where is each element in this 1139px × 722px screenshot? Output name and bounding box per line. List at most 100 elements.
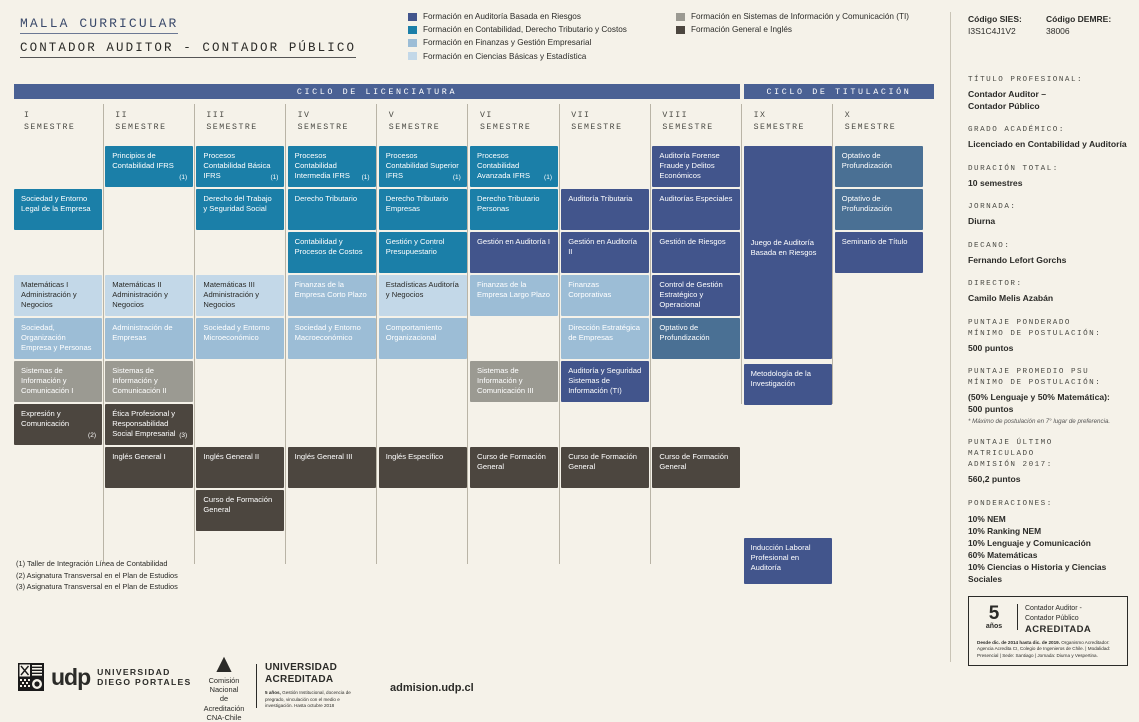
course-cell[interactable]: Procesos Contabilidad Básica IFRS(1) xyxy=(196,146,285,187)
course-label: Auditoría Tributaria xyxy=(568,194,633,203)
course-cell[interactable]: Sociedad y Entorno Macroeconómico xyxy=(287,318,376,359)
course-cell[interactable]: Gestión de Riesgos xyxy=(652,232,741,273)
course-cell[interactable]: Auditorías Especiales xyxy=(652,189,741,230)
course-cell[interactable]: Finanzas de la Empresa Corto Plazo xyxy=(287,275,376,316)
course-cell[interactable]: Auditoría y Seguridad Sistemas de Inform… xyxy=(561,361,650,402)
course-label: Inglés General III xyxy=(294,452,353,461)
course-label: Auditoría Forense Fraude y Delitos Econó… xyxy=(659,151,720,180)
course-cell[interactable]: Procesos Contabilidad Avanzada IFRS(1) xyxy=(470,146,558,187)
course-cell[interactable]: Curso de Formación General xyxy=(470,447,558,488)
course-cell[interactable]: Matemáticas II Administración y Negocios xyxy=(105,275,194,316)
course-cell[interactable]: Derecho Tributario Personas xyxy=(470,189,558,230)
course-cell[interactable]: Derecho del Trabajo y Seguridad Social xyxy=(196,189,285,230)
course-cell[interactable]: Matemáticas III Administración y Negocio… xyxy=(196,275,285,316)
course-cell[interactable]: Finanzas de la Empresa Largo Plazo xyxy=(470,275,558,316)
info-value: 500 puntos xyxy=(968,343,1134,355)
course-cell[interactable]: Curso de Formación General xyxy=(561,447,650,488)
code-sies-value: I3S1C4J1V2 xyxy=(968,26,1016,36)
cna-line3: CNA-Chile xyxy=(206,712,242,722)
course-cell[interactable]: Administración de Empresas xyxy=(105,318,194,359)
info-value-line: Licenciado en Contabilidad y Auditoría xyxy=(968,139,1127,149)
course-cell-metodologia[interactable]: Metodología de la Investigación xyxy=(743,364,832,405)
course-cell[interactable]: Procesos Contabilidad Superior IFRS(1) xyxy=(378,146,467,187)
course-cell[interactable]: Gestión y Control Presupuestario xyxy=(378,232,467,273)
course-cell-juego[interactable]: Juego de Auditoría Basada en Riesgos xyxy=(743,146,832,359)
info-label-line: MATRICULADO xyxy=(968,450,1035,458)
accreditation-program-line1: Contador Auditor - xyxy=(1025,605,1082,612)
info-value-line: Contador Auditor – xyxy=(968,89,1046,99)
course-label: Curso de Formación General xyxy=(203,495,273,514)
accreditation-fineprint: Desde dic. de 2014 hasta dic. de 2019. O… xyxy=(977,640,1119,659)
admission-url: admision.udp.cl xyxy=(390,682,474,694)
info-value: Diurna xyxy=(968,216,1134,228)
course-cell[interactable]: Curso de Formación General xyxy=(196,490,285,531)
course-cell[interactable]: Sistemas de Información y Comunicación I xyxy=(14,361,102,402)
course-cell[interactable]: Finanzas Corporativas xyxy=(561,275,650,316)
course-note: (1) xyxy=(270,174,279,181)
legend-item: Formación en Ciencias Básicas y Estadíst… xyxy=(408,52,627,61)
cna-line1: Comisión Nacional xyxy=(208,676,240,695)
accreditation-years-unit: años xyxy=(985,623,1003,630)
course-label: Finanzas de la Empresa Corto Plazo xyxy=(294,280,367,299)
course-cell[interactable]: Ética Profesional y Responsabilidad Soci… xyxy=(105,404,194,445)
course-cell[interactable]: Inglés General III xyxy=(287,447,376,488)
course-cell[interactable]: Matemáticas I Administración y Negocios xyxy=(14,275,102,316)
course-cell[interactable]: Inglés General I xyxy=(105,447,194,488)
course-cell[interactable]: Auditoría Forense Fraude y Delitos Econó… xyxy=(652,146,741,187)
cna-acc-fineprint-bold: 5 años, xyxy=(265,690,281,696)
course-cell[interactable]: Expresión y Comunicación(2) xyxy=(14,404,102,445)
course-label: Curso de Formación General xyxy=(568,452,637,471)
column-separator xyxy=(102,104,104,564)
course-cell[interactable]: Optativo de Profundización xyxy=(652,318,741,359)
course-note: (2) xyxy=(88,432,96,439)
course-cell[interactable]: Sistemas de Información y Comunicación I… xyxy=(470,361,558,402)
course-cell[interactable]: Contabilidad y Procesos de Costos xyxy=(287,232,376,273)
accreditation-years: 5 años xyxy=(977,604,1018,630)
course-cell[interactable]: Inglés General II xyxy=(196,447,285,488)
course-cell[interactable]: Sociedad y Entorno Legal de la Empresa xyxy=(14,189,102,230)
course-cell[interactable]: Sistemas de Información y Comunicación I… xyxy=(105,361,194,402)
course-cell[interactable]: Optativo de Profundización xyxy=(834,189,923,230)
info-value: 560,2 puntos xyxy=(968,474,1134,486)
course-label: Sistemas de Información y Comunicación I… xyxy=(477,366,534,395)
course-cell[interactable]: Optativo de Profundización xyxy=(834,146,923,187)
title-line-2: CONTADOR AUDITOR - CONTADOR PÚBLICO xyxy=(20,41,357,58)
course-cell[interactable]: Derecho Tributario Empresas xyxy=(378,189,467,230)
course-cell[interactable]: Sociedad y Entorno Microeconómico xyxy=(196,318,285,359)
course-cell[interactable]: Gestión en Auditoría I xyxy=(470,232,558,273)
course-cell[interactable]: Dirección Estratégica de Empresas xyxy=(561,318,650,359)
footnote: (1) Taller de Integración Línea de Conta… xyxy=(16,559,168,568)
course-cell-induccion[interactable]: Inducción Laboral Profesional en Auditor… xyxy=(743,538,832,584)
course-cell[interactable]: Seminario de Título xyxy=(834,232,923,273)
course-cell[interactable]: Control de Gestión Estratégico y Operaci… xyxy=(652,275,741,316)
course-cell[interactable]: Procesos Contabilidad Intermedia IFRS(1) xyxy=(287,146,376,187)
course-cell[interactable]: Sociedad, Organización Empresa y Persona… xyxy=(14,318,102,359)
course-cell[interactable]: Derecho Tributario xyxy=(287,189,376,230)
page-title: MALLA CURRICULAR CONTADOR AUDITOR - CONT… xyxy=(20,14,357,62)
legend-item: Formación en Sistemas de Información y C… xyxy=(676,12,909,21)
course-cell[interactable]: Auditoría Tributaria xyxy=(561,189,650,230)
cna-divider xyxy=(256,664,257,708)
course-cell[interactable]: Inglés Específico xyxy=(378,447,467,488)
course-cell[interactable]: Curso de Formación General xyxy=(652,447,741,488)
course-cell[interactable]: Gestión en Auditoría II xyxy=(561,232,650,273)
course-cell[interactable]: Estadísticas Auditoría y Negocios xyxy=(378,275,467,316)
course-cell[interactable]: Comportamiento Organizacional xyxy=(378,318,467,359)
cna-logo: ▲ Comisión Nacional de Acreditación CNA-… xyxy=(200,650,357,722)
course-label: Auditorías Especiales xyxy=(659,194,733,203)
course-label: Comportamiento Organizacional xyxy=(385,323,442,342)
info-value: Fernando Lefort Gorchs xyxy=(968,255,1134,267)
info-note: * Máximo de postulación en 7° lugar de p… xyxy=(968,418,1111,425)
course-cell[interactable]: Principios de Contabilidad IFRS(1) xyxy=(105,146,194,187)
legend-swatch-icon xyxy=(408,52,417,61)
semester-roman: V xyxy=(388,111,396,120)
legend-swatch-icon xyxy=(408,25,417,34)
course-label: Gestión y Control Presupuestario xyxy=(385,237,445,256)
